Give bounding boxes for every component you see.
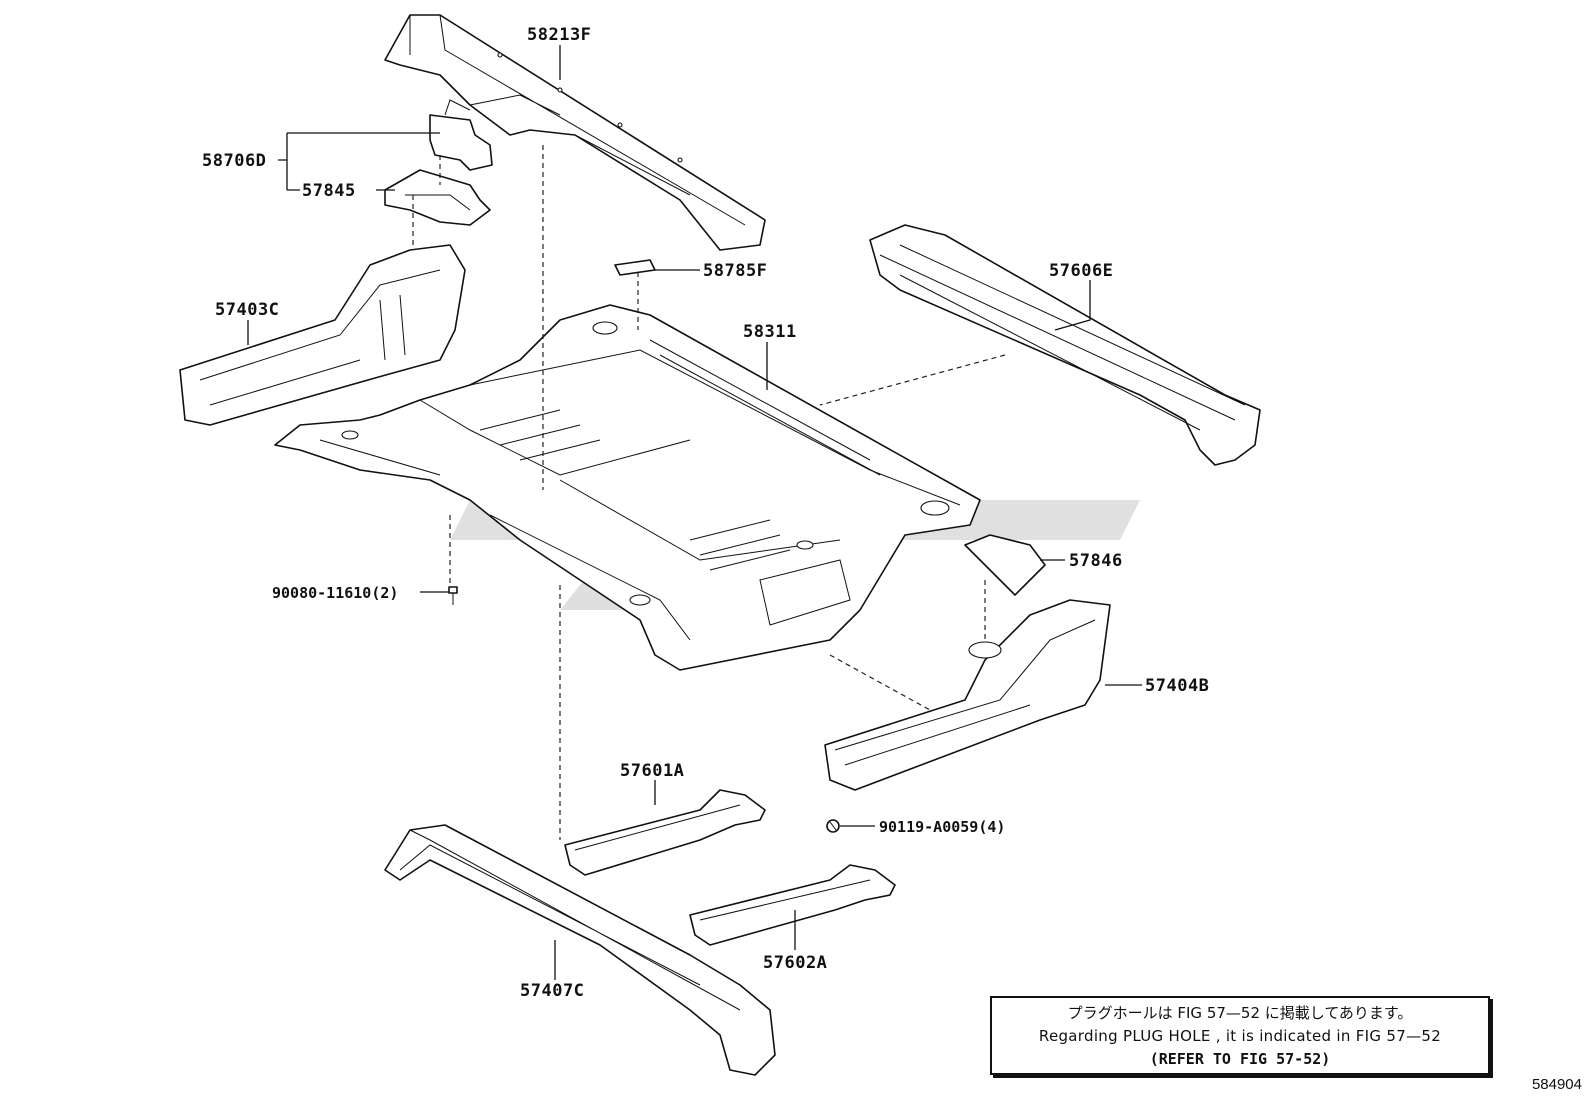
label-57606E: 57606E [1049, 261, 1113, 281]
label-90080-11610: 90080-11610(2) [272, 584, 398, 602]
label-57403C: 57403C [215, 300, 279, 320]
note-reference: (REFER TO FIG 57-52) [1149, 1050, 1331, 1068]
label-57845: 57845 [302, 181, 356, 201]
leader-lines [247, 45, 1142, 980]
part-57601A[interactable] [564, 789, 766, 876]
part-58785F[interactable] [614, 259, 656, 276]
note-english: Regarding PLUG HOLE , it is indicated in… [1038, 1027, 1442, 1045]
part-58706D[interactable] [429, 99, 493, 171]
label-58311: 58311 [743, 322, 797, 342]
part-58311[interactable] [274, 304, 981, 671]
label-90119-A0059: 90119-A0059(4) [879, 818, 1005, 836]
part-57602A[interactable] [689, 864, 896, 946]
label-57404B: 57404B [1145, 676, 1209, 696]
part-58213F[interactable] [384, 14, 766, 251]
part-57845[interactable] [384, 169, 491, 226]
note-japanese: プラグホールは FIG 57—52 に掲載してあります。 [1067, 1004, 1413, 1022]
part-57606E[interactable] [869, 224, 1261, 466]
bolt-90119[interactable] [826, 819, 840, 833]
label-57601A: 57601A [620, 761, 684, 781]
label-57602A: 57602A [763, 953, 827, 973]
bolt-90080[interactable] [448, 586, 458, 605]
part-57407C[interactable] [384, 824, 776, 1076]
label-58706D: 58706D [202, 151, 266, 171]
part-57403C[interactable] [179, 244, 466, 426]
part-57846[interactable] [964, 534, 1046, 596]
assembly-lines [412, 145, 1006, 840]
part-57404B[interactable] [824, 599, 1111, 791]
plug-hole-note: プラグホールは FIG 57—52 に掲載してあります。 Regarding P… [990, 996, 1490, 1075]
label-57407C: 57407C [520, 981, 584, 1001]
label-57846: 57846 [1069, 551, 1123, 571]
label-58213F: 58213F [527, 25, 591, 45]
figure-number: 584904 [1531, 1076, 1582, 1093]
label-58785F: 58785F [703, 261, 767, 281]
